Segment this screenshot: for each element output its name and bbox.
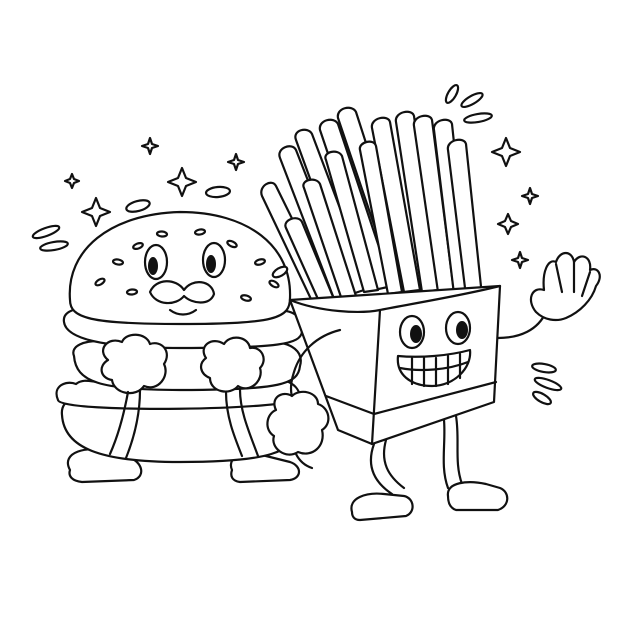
fry-sticks xyxy=(260,106,484,320)
sparkle-icon xyxy=(510,250,530,270)
fries-box-band xyxy=(324,380,498,416)
burger-character xyxy=(55,210,304,484)
burger-left-hand xyxy=(100,333,168,395)
sparkle-icon xyxy=(80,196,112,228)
fries-left-shoe xyxy=(350,492,414,522)
sparkle-icon xyxy=(140,136,160,156)
sparkle-decorations xyxy=(31,84,563,406)
fries-left-arm xyxy=(289,328,342,404)
burger-top-bun xyxy=(68,210,292,326)
burger-cheeks-mouth xyxy=(148,280,216,305)
fries-right-shoe xyxy=(446,481,509,512)
fries-left-hand xyxy=(266,390,330,456)
sesame-seeds xyxy=(94,228,280,302)
fries-grin xyxy=(396,348,472,388)
sparkle-icon xyxy=(63,172,81,190)
fries-character xyxy=(260,106,601,522)
burger-right-hand xyxy=(200,336,265,393)
sparkle-icon xyxy=(166,166,198,198)
sparkle-icon xyxy=(520,186,540,206)
sparkle-icon xyxy=(490,136,522,168)
fries-right-leg xyxy=(442,414,464,490)
fries-waving-arm xyxy=(496,310,548,340)
burger-right-leg xyxy=(224,388,260,458)
sparkle-icon xyxy=(496,212,520,236)
sparkle-icon xyxy=(226,152,246,172)
burger-face xyxy=(143,241,227,316)
fries-face xyxy=(396,310,472,388)
fries-box-fold xyxy=(370,308,382,446)
fries-left-leg xyxy=(369,438,406,496)
fries-waving-hand xyxy=(529,251,601,322)
burger-left-leg xyxy=(108,388,142,460)
